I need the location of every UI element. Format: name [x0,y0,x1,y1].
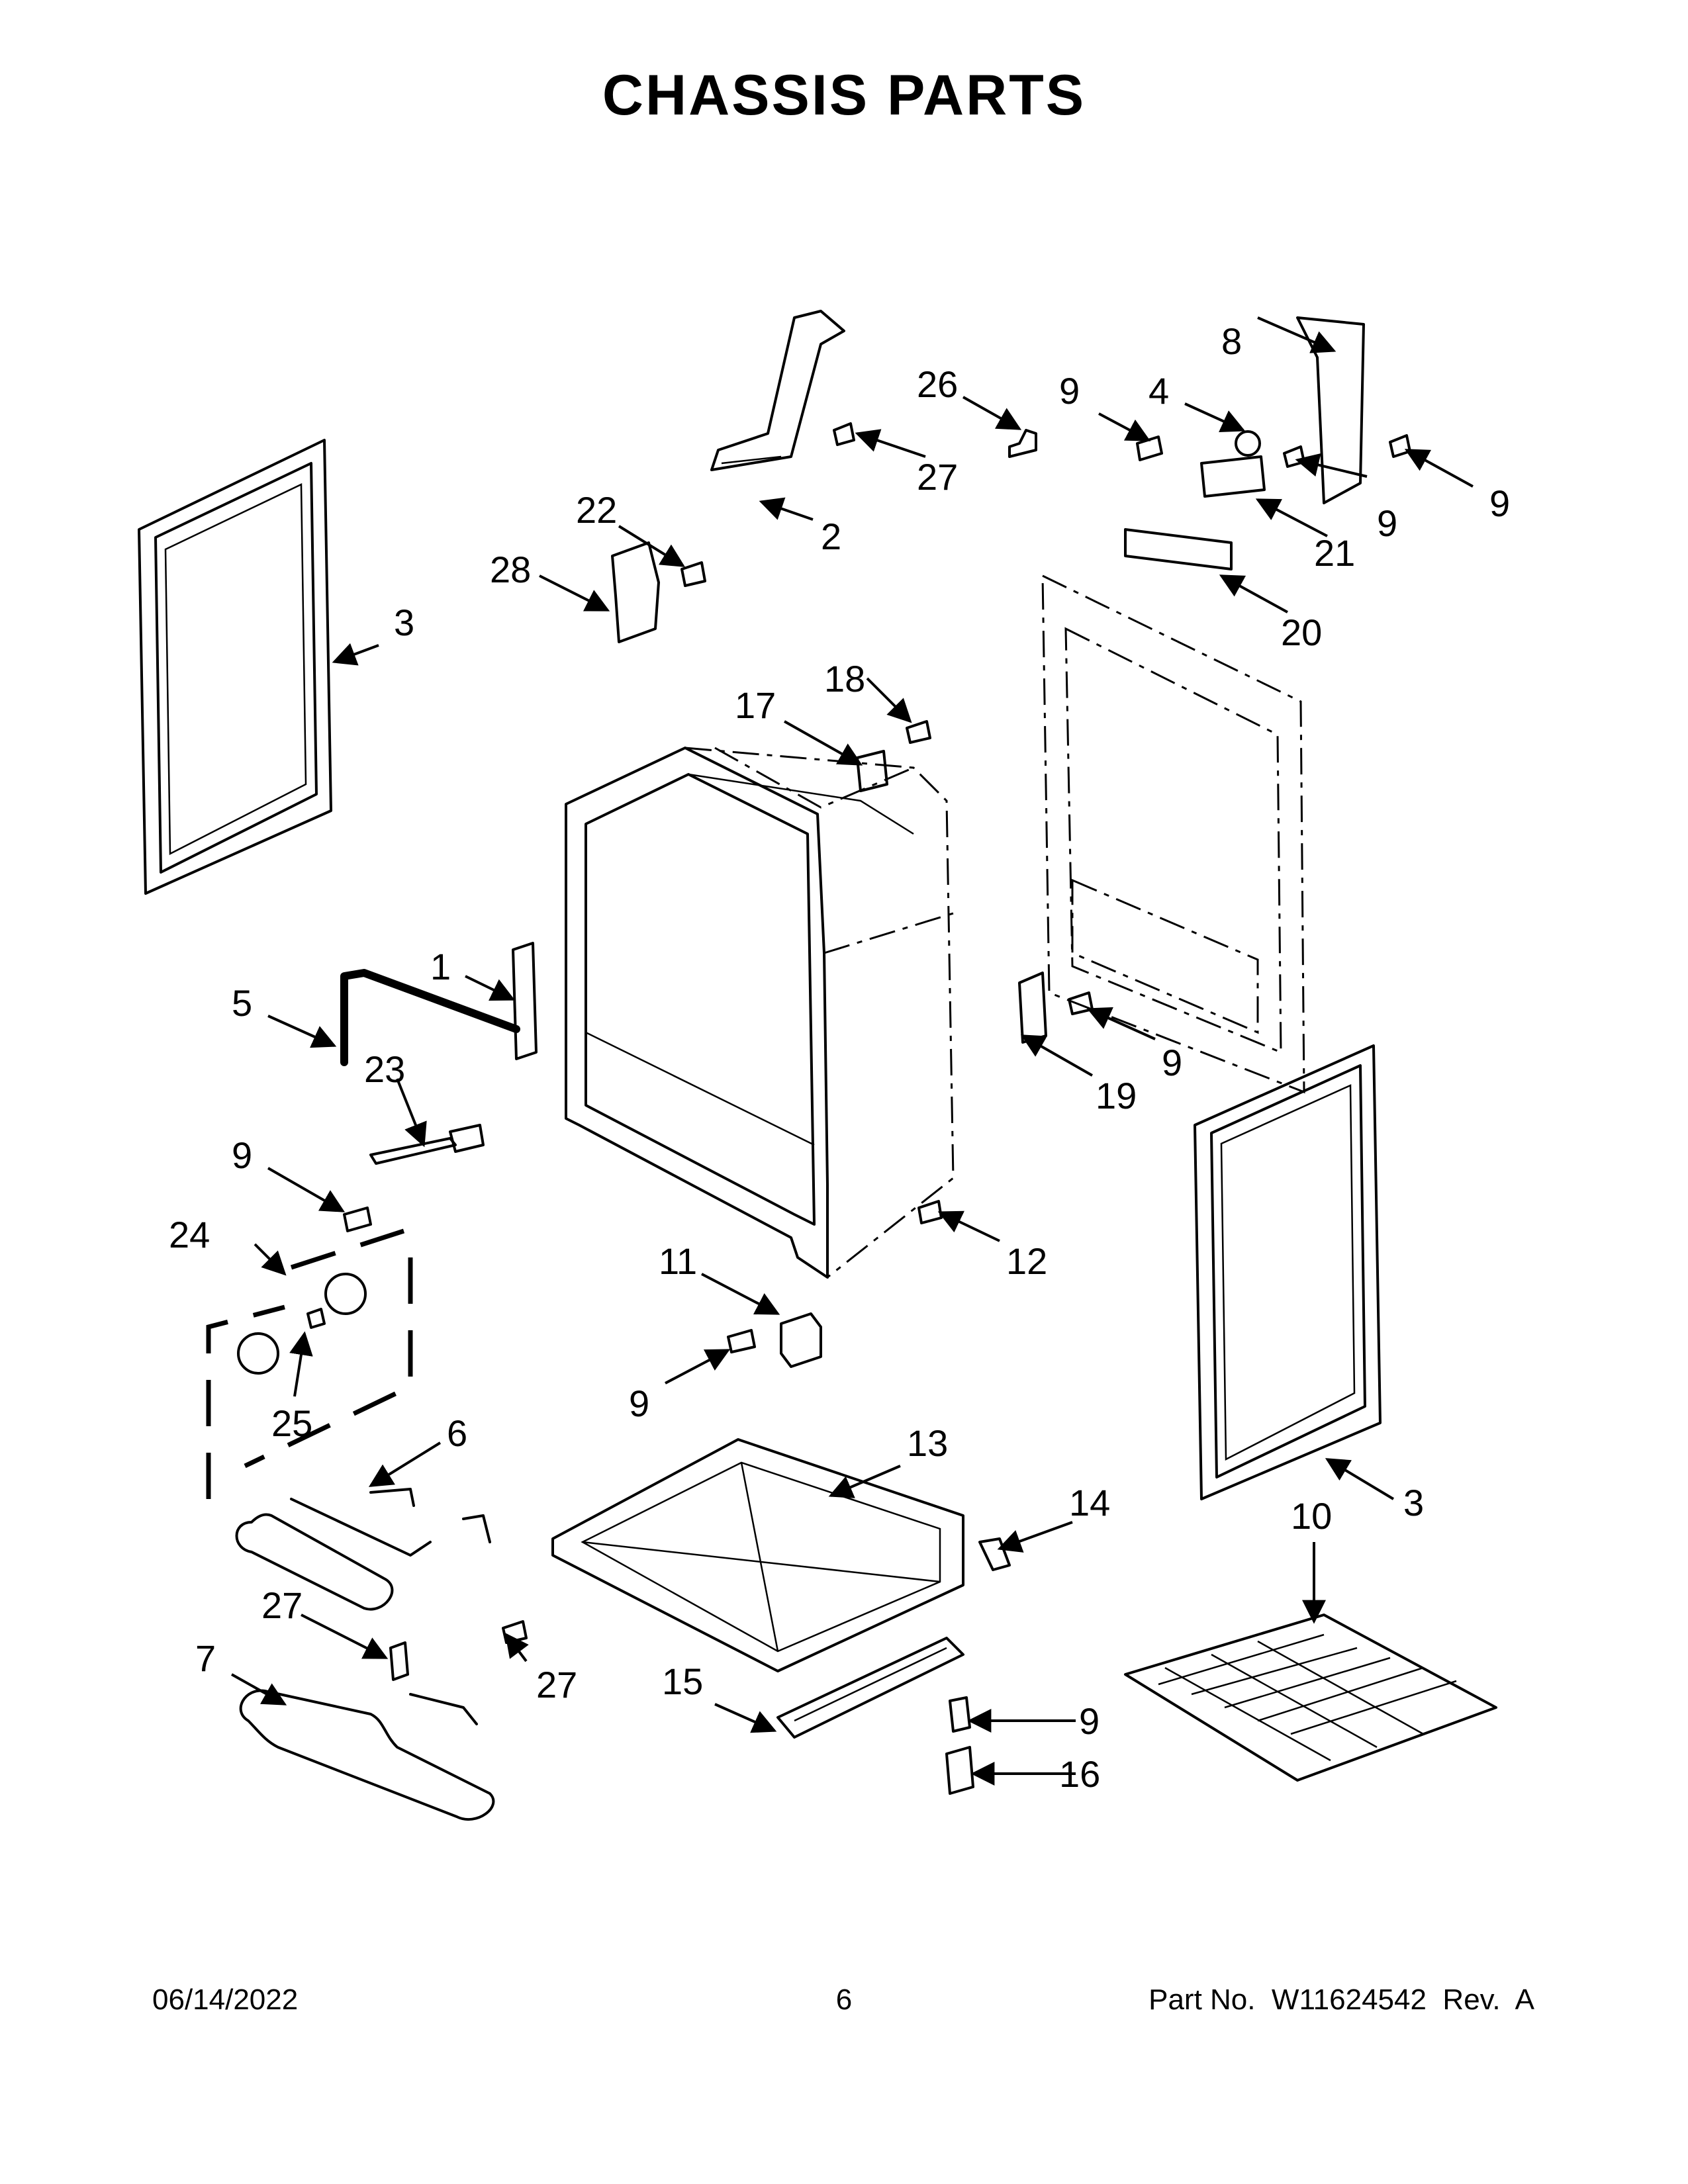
rear-panel-drawing [1041,574,1305,1094]
callout-9-rear: 9 [1162,1042,1182,1083]
callout-15: 15 [662,1661,703,1702]
callout-2: 2 [821,516,841,557]
callout-9-valve: 9 [629,1383,649,1424]
gasket-drawing [340,969,520,1066]
callout-16: 16 [1059,1753,1100,1795]
switch-23-drawing [369,1124,485,1165]
callout-13: 13 [907,1422,948,1464]
broil-element-drawing [239,1689,495,1821]
clip-drawing [1008,429,1037,458]
knob-assembly-drawing [206,1228,413,1499]
footer-date: 06/14/2022 [152,1983,299,2016]
callout-3-left: 3 [394,602,414,643]
left-side-panel-drawing [138,439,332,895]
callout-24: 24 [169,1214,210,1255]
callout-27-left: 27 [261,1584,303,1626]
callout-22: 22 [576,489,617,531]
callout-14: 14 [1069,1482,1110,1524]
screw-27c-drawing [389,1641,409,1681]
callout-5: 5 [232,982,252,1024]
leveling-leg-drawing [945,1696,974,1795]
callout-21: 21 [1314,532,1355,574]
callout-9-leg: 9 [1079,1700,1100,1742]
callout-1: 1 [430,946,451,987]
callout-17: 17 [735,684,776,726]
clip-14-drawing [978,1537,1011,1571]
callout-9-top-c: 9 [1489,482,1510,524]
callout-27-top: 27 [917,456,958,498]
bracket-19-drawing [1018,972,1094,1044]
leveling-rail-drawing [776,1637,964,1739]
callout-10: 10 [1291,1495,1332,1537]
footer-page-number: 6 [835,1983,853,2016]
callout-25: 25 [271,1402,312,1444]
callout-7: 7 [195,1637,216,1679]
oven-cavity-drawing [565,747,955,1279]
callout-labels: 3 2 27 26 9 4 8 9 9 21 20 22 28 18 17 1 … [169,320,1510,1795]
callout-9-top-a: 9 [1059,370,1080,412]
bracket-drawing [710,310,845,471]
bottom-panel-drawing [551,1438,964,1672]
callout-18: 18 [824,658,865,700]
callout-8: 8 [1221,320,1242,362]
callout-6: 6 [447,1412,467,1454]
valve-11-drawing [727,1312,822,1368]
callout-26: 26 [917,363,958,405]
oven-rack-drawing [1124,1614,1497,1782]
callout-4: 4 [1149,370,1169,412]
callout-9-left: 9 [232,1134,252,1176]
block-and-screw-drawing [611,541,706,643]
callout-9-top-b: 9 [1377,502,1397,544]
screw-12-drawing [917,1200,943,1224]
page-title: CHASSIS PARTS [602,64,1086,127]
callout-20: 20 [1281,612,1322,653]
bracket-17-18-drawing [856,720,931,792]
right-side-panel-drawing [1194,1044,1382,1500]
callout-11: 11 [659,1240,697,1282]
callout-23: 23 [364,1048,405,1090]
screw-left-drawing [343,1206,372,1232]
callout-27-mid: 27 [536,1664,577,1706]
callout-19: 19 [1096,1075,1137,1116]
callout-3-right: 3 [1403,1482,1424,1524]
top-right-fastener-cluster [833,316,1411,570]
callout-arrows [231,316,1474,1786]
callout-12: 12 [1006,1240,1047,1282]
hinge-receiver-drawing [512,942,538,1060]
callout-28: 28 [490,549,531,590]
footer-part-number: Part No. W11624542 Rev. A [1149,1983,1534,2016]
